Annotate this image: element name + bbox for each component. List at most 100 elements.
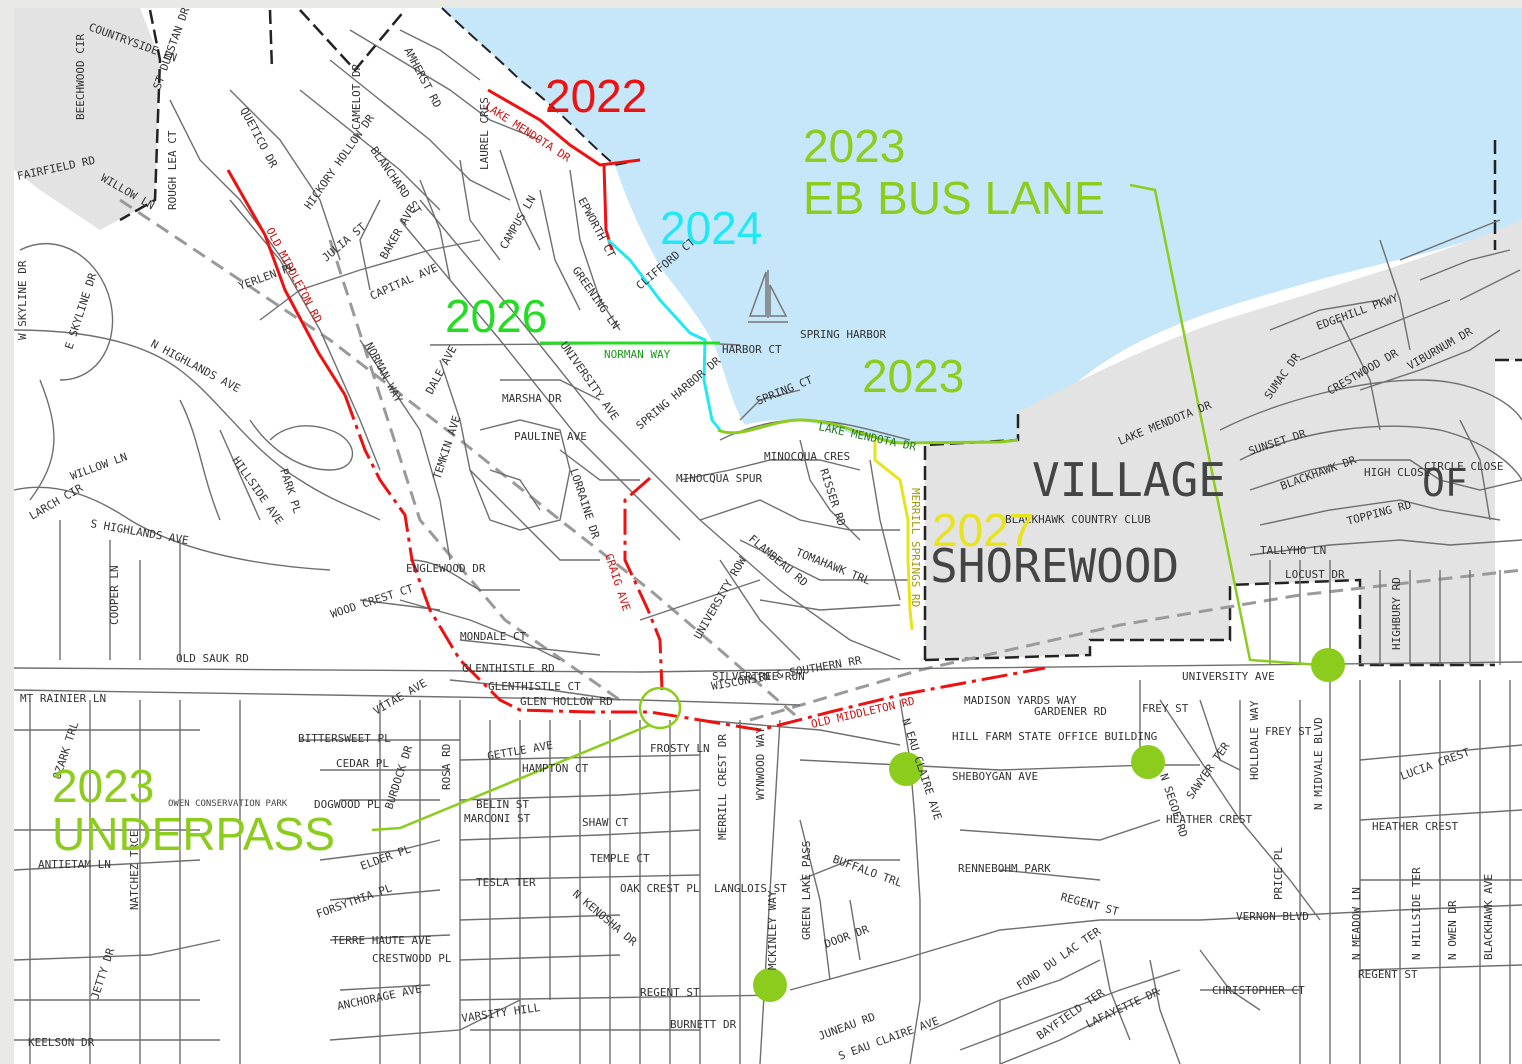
label-langlois: LANGLOIS ST xyxy=(714,882,787,895)
annotation-2024: 2024 xyxy=(660,202,762,254)
label-minocqua-spur: MINOCQUA SPUR xyxy=(676,472,762,485)
label-marconi: MARCONI ST xyxy=(464,812,531,825)
label-terre-haute: TERRE HAUTE AVE xyxy=(332,934,431,947)
green-dot-2 xyxy=(889,752,923,786)
label-heather-crest-2: HEATHER CREST xyxy=(1372,820,1458,833)
underpass-leader xyxy=(371,723,651,832)
label-bittersweet: BITTERSWEET PL xyxy=(298,732,391,745)
label-high-close: HIGH CLOSE xyxy=(1364,466,1430,479)
railroad-w xyxy=(328,239,621,702)
label-cedar: CEDAR PL xyxy=(336,757,389,770)
label-laurel: LAUREL CRES xyxy=(478,97,491,170)
shorewood-label: SHOREWOOD xyxy=(930,539,1179,593)
railroad-nw xyxy=(119,198,796,717)
label-gardener: GARDENER RD xyxy=(1034,705,1107,718)
label-frosty: FROSTY LN xyxy=(650,742,710,755)
label-university-ave: UNIVERSITY AVE xyxy=(1182,670,1275,683)
label-natchez: NATCHEZ TRCE xyxy=(128,831,141,910)
label-tesla: TESLA TER xyxy=(476,876,536,889)
label-n-meadow: N MEADOW LN xyxy=(1350,887,1363,960)
label-tallyho: TALLYHO LN xyxy=(1260,544,1326,557)
label-vernon: VERNON BLVD xyxy=(1236,910,1309,923)
label-norman-way-2: NORMAN WAY xyxy=(604,348,671,361)
label-heather-crest: HEATHER CREST xyxy=(1166,813,1252,826)
label-highbury: HIGHBURY RD xyxy=(1390,577,1403,650)
label-dogwood: DOGWOOD PL xyxy=(314,798,381,811)
label-blackhawk-ave: BLACKHAWK AVE xyxy=(1482,874,1495,960)
label-camelot: CAMELOT DR xyxy=(350,63,363,130)
label-antietam: ANTIETAM LN xyxy=(38,858,111,871)
sailboat-icon xyxy=(748,270,788,323)
annotation-bus-year: 2023 xyxy=(803,120,905,172)
annotation-underpass-year: 2023 xyxy=(52,760,154,812)
label-merrill-crest: MERRILL CREST DR xyxy=(716,734,729,840)
nw-boundary xyxy=(119,9,406,222)
label-regent-st-e: REGENT ST xyxy=(1358,968,1418,981)
label-price: PRICE PL xyxy=(1272,847,1285,900)
label-glenthistle-rd: GLENTHISTLE RD xyxy=(462,662,555,675)
label-shaw: SHAW CT xyxy=(582,816,629,829)
label-green-lake: GREEN LAKE PASS xyxy=(800,841,813,940)
rennebohm-label: RENNEBOHM PARK xyxy=(958,862,1051,875)
hill-farm-label: HILL FARM STATE OFFICE BUILDING xyxy=(952,730,1157,743)
lake-shore-line xyxy=(441,7,641,167)
green-dot-4 xyxy=(753,968,787,1002)
annotation-bus-label: EB BUS LANE xyxy=(803,172,1105,224)
green-dot-3 xyxy=(1131,745,1165,779)
label-holdale: HOLLDALE WAY xyxy=(1248,700,1261,780)
label-sheboygan: SHEBOYGAN AVE xyxy=(952,770,1038,783)
label-old-sauk: OLD SAUK RD xyxy=(176,652,249,665)
label-glen-hollow: GLEN HOLLOW RD xyxy=(520,695,613,708)
label-crestwood-pl: CRESTWOOD PL xyxy=(372,952,452,965)
label-merrill-springs: MERRILL SPRINGS RD xyxy=(909,488,922,607)
label-christopher: CHRISTOPHER CT xyxy=(1212,984,1305,997)
label-pauline: PAULINE AVE xyxy=(514,430,587,443)
label-frey-st: FREY ST xyxy=(1142,702,1189,715)
nw-village-area xyxy=(14,8,160,230)
project-2024 xyxy=(606,238,722,431)
label-n-owen: N OWEN DR xyxy=(1446,900,1459,960)
label-burnett: BURNETT DR xyxy=(670,1018,737,1031)
label-n-hillside: N HILLSIDE TER xyxy=(1410,867,1423,960)
country-club-label: BLACKHAWK COUNTRY CLUB xyxy=(1005,513,1151,526)
annotation-2023-lake: 2023 xyxy=(862,350,964,402)
label-madison-yards: MADISON YARDS WAY xyxy=(964,694,1077,707)
label-rainier: MT RAINIER LN xyxy=(20,692,106,705)
label-regent-st-w: REGENT ST xyxy=(640,986,700,999)
project-2027 xyxy=(873,440,914,631)
label-w-skyline: W SKYLINE DR xyxy=(16,260,29,340)
label-minocqua-cres: MINOCQUA CRES xyxy=(764,450,850,463)
label-mondale: MONDALE CT xyxy=(460,630,527,643)
label-marsha: MARSHA DR xyxy=(502,392,562,405)
railroad-e xyxy=(749,568,1522,722)
label-wynwood: WYNWOOD WAY xyxy=(754,727,767,800)
label-belin: BELIN ST xyxy=(476,798,529,811)
label-englewood: ENGLEWOOD DR xyxy=(406,562,486,575)
label-keelson: KEELSON DR xyxy=(28,1036,95,1049)
label-rosa: ROSA RD xyxy=(440,744,453,790)
bus-lane-leader xyxy=(1129,183,1321,667)
underpass-circle xyxy=(638,686,682,730)
lake-mendota xyxy=(442,8,1522,442)
label-owen-park: OWEN CONSERVATION PARK xyxy=(168,799,288,809)
label-hampton: HAMPTON CT xyxy=(522,762,589,775)
label-locust: LOCUST DR xyxy=(1285,568,1345,581)
label-temple: TEMPLE CT xyxy=(590,852,650,865)
label-silvertree: SILVERTREE RUN xyxy=(712,670,805,683)
spring-harbor-label: SPRING HARBOR xyxy=(800,328,886,341)
village-of-label: OF xyxy=(1422,461,1468,505)
label-beechwood: BEECHWOOD CIR xyxy=(74,34,87,120)
green-dot-1 xyxy=(1311,648,1345,682)
annotation-2022: 2022 xyxy=(545,70,647,122)
label-cooper: COOPER LN xyxy=(108,565,121,625)
label-glenthistle-ct: GLENTHISTLE CT xyxy=(488,680,581,693)
label-n-midvale: N MIDVALE BLVD xyxy=(1312,717,1325,810)
village-label: VILLAGE xyxy=(1032,453,1226,507)
label-circle-close: CIRCLE CLOSE xyxy=(1424,460,1503,473)
label-frey-st-2: FREY ST xyxy=(1265,725,1312,738)
project-2023-lake xyxy=(717,418,1019,445)
label-rough-lea: ROUGH LEA CT xyxy=(166,130,179,210)
annotation-2027: 2027 xyxy=(932,504,1034,556)
label-harbor-ct: HARBOR CT xyxy=(722,343,782,356)
